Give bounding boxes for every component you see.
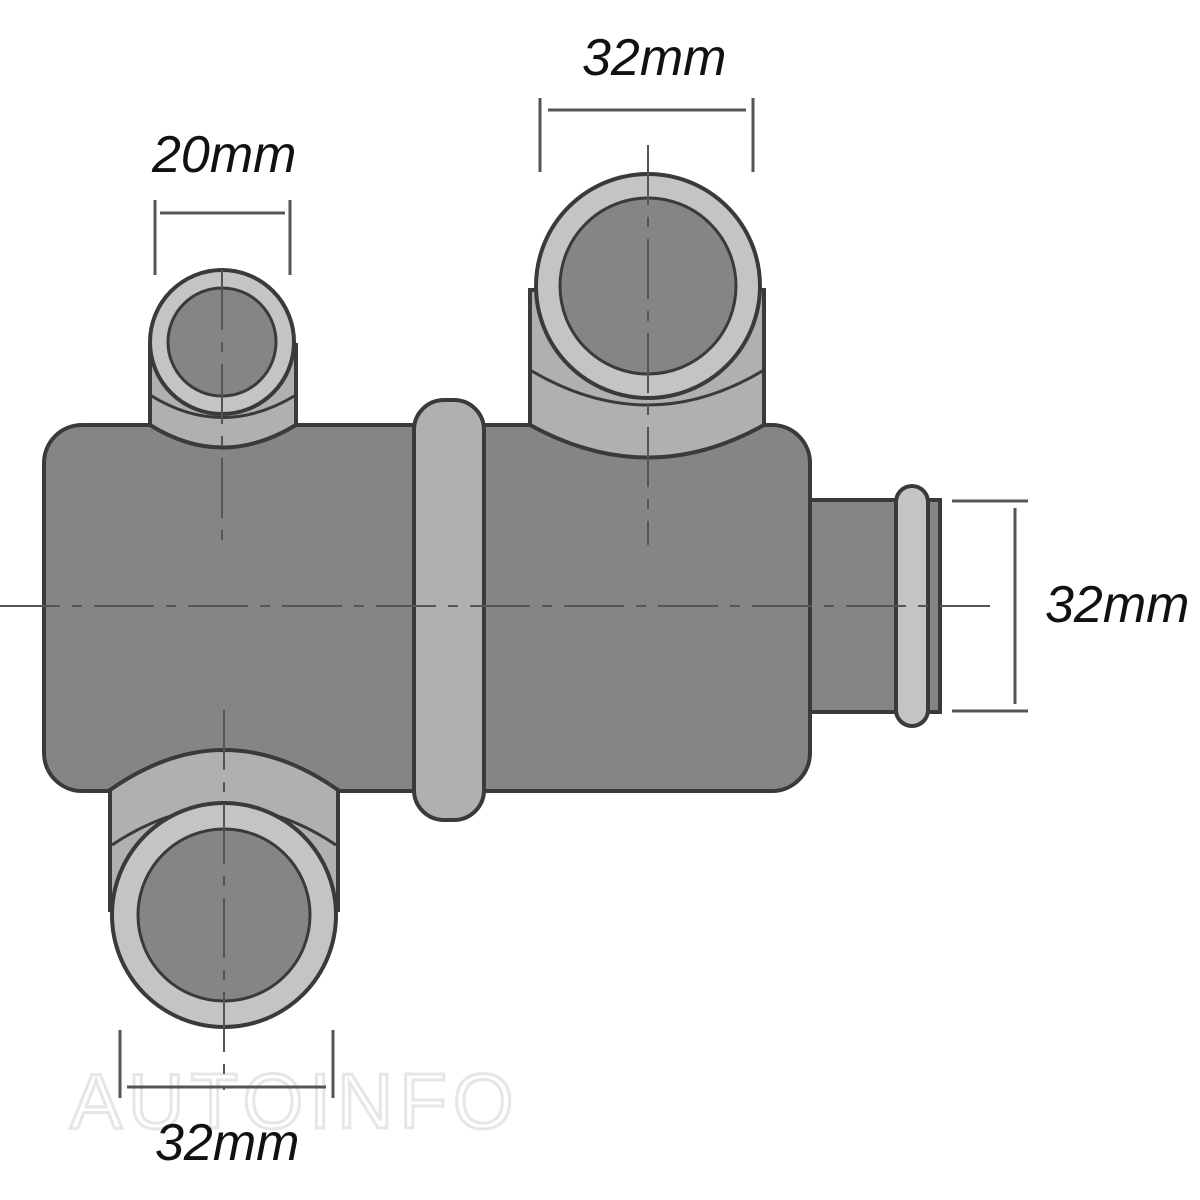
dimension-top-large xyxy=(538,98,755,172)
centerlines xyxy=(0,145,990,1090)
dimension-right-spigot xyxy=(952,499,1028,713)
watermark-text: AUTOINFO xyxy=(70,1057,520,1145)
dimension-label-top-small: 20mm xyxy=(151,126,296,184)
dimension-bottom xyxy=(118,1030,335,1098)
dimension-label-bottom: 32mm xyxy=(155,1114,299,1172)
dimension-label-top-large: 32mm xyxy=(582,29,726,87)
center-band xyxy=(412,398,486,822)
dimension-label-right-spigot: 32mm xyxy=(1045,576,1189,634)
dimension-top-small xyxy=(153,200,292,275)
